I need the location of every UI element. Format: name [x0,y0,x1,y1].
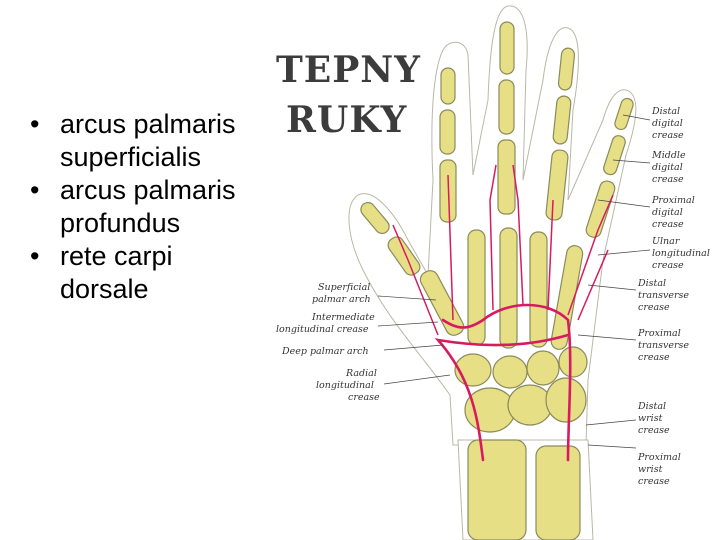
svg-text:longitudinal: longitudinal [316,380,374,391]
hand-illustration: TEPNY RUKY Distal digital crease Middle … [276,5,710,540]
ulna-bone [535,445,581,540]
label-proximal-wrist-crease: Proximal wrist crease [587,444,681,487]
deep-palmar-arch [434,333,570,462]
label-intermediate-longitudinal-crease: Intermediate longitudinal crease [276,312,439,335]
svg-text:Proximal: Proximal [651,195,695,206]
phalanx-bone [360,201,390,235]
hand-arteries-figure: TEPNY RUKY Distal digital crease Middle … [268,0,720,540]
figure-title-line1: TEPNY [276,49,421,91]
svg-text:Superficial: Superficial [318,282,370,293]
phalanx-bone [545,149,569,221]
svg-text:Intermediate: Intermediate [311,312,375,323]
bullet-dot: • [30,109,40,139]
svg-text:Radial: Radial [345,368,377,379]
phalanx-bone [557,47,576,91]
digital-artery [447,174,454,321]
label-superficial-palmar-arch: Superficial palmar arch [312,282,437,305]
carpal-bone [526,350,560,386]
svg-text:Deep palmar arch: Deep palmar arch [281,346,369,357]
svg-text:wrist: wrist [638,464,663,475]
phalanx-bone [614,97,634,131]
svg-text:crease: crease [638,476,670,487]
bullet-item: • arcus palmaris superficialis [28,108,253,174]
label-proximal-transverse-crease: Proximal transverse crease [577,328,689,363]
figure-title-line2: RUKY [286,99,408,141]
svg-text:crease: crease [652,130,684,141]
svg-text:crease: crease [638,302,670,313]
bullet-text: rete carpi dorsale [60,241,173,304]
phalanx-bone [585,180,616,238]
label-radial-longitudinal-crease: Radial longitudinal crease [316,368,451,403]
digital-artery [577,249,609,321]
label-distal-digital-crease: Distal digital crease [622,106,684,141]
phalanx-bone [439,109,456,155]
bullet-dot: • [30,241,40,271]
phalanx-bone [552,95,572,145]
carpal-bone [545,377,587,423]
bullet-item: • rete carpi dorsale [28,240,253,306]
bullet-text: arcus palmaris profundus [60,175,236,238]
digital-artery [392,224,439,336]
svg-text:Distal: Distal [637,278,666,289]
superficial-palmar-arch [441,303,572,462]
svg-text:crease: crease [348,392,380,403]
phalanx-bone [603,135,626,176]
bullet-list: • arcus palmaris superficialis • arcus pal… [28,108,253,306]
digital-artery [567,194,614,316]
phalanx-bone [387,236,421,276]
metacarpal-bone [499,227,518,349]
label-distal-wrist-crease: Distal wrist crease [585,401,670,436]
svg-text:longitudinal crease: longitudinal crease [276,324,369,335]
bullet-item: • arcus palmaris profundus [28,174,253,240]
svg-text:wrist: wrist [638,413,663,424]
label-ulnar-longitudinal-crease: Ulnar longitudinal crease [597,236,710,271]
svg-text:Proximal: Proximal [637,452,681,463]
label-distal-transverse-crease: Distal transverse crease [587,278,689,313]
svg-text:Distal: Distal [651,106,680,117]
bullet-dot: • [30,175,40,205]
carpal-bone [492,355,528,389]
svg-text:digital: digital [652,162,683,173]
svg-text:crease: crease [652,174,684,185]
svg-text:longitudinal: longitudinal [652,248,710,259]
phalanx-bone [440,67,456,105]
digital-artery [489,164,497,311]
digital-artery [547,199,554,311]
label-middle-digital-crease: Middle digital crease [612,150,686,185]
svg-text:Distal: Distal [637,401,666,412]
svg-text:palmar arch: palmar arch [312,294,371,305]
svg-text:Middle: Middle [651,150,686,161]
phalanx-bone [499,21,515,75]
svg-text:Proximal: Proximal [637,328,681,339]
metacarpal-bone [529,231,548,348]
carpal-bone [558,346,588,378]
svg-text:transverse: transverse [638,340,689,351]
phalanx-bone [498,79,515,135]
svg-text:crease: crease [638,425,670,436]
svg-text:crease: crease [638,352,670,363]
label-proximal-digital-crease: Proximal digital crease [597,195,695,230]
svg-text:crease: crease [652,219,684,230]
svg-text:transverse: transverse [638,290,689,301]
digital-artery [512,164,524,306]
carpal-bone [464,387,516,433]
svg-text:crease: crease [652,260,684,271]
radius-bone [467,439,527,540]
metacarpal-bone [467,229,486,346]
svg-text:Ulnar: Ulnar [652,236,681,247]
label-deep-palmar-arch: Deep palmar arch [281,344,444,357]
carpal-bone [507,384,553,426]
phalanx-bone [497,139,516,215]
svg-text:digital: digital [652,118,683,129]
metacarpal-bone [550,245,584,350]
svg-text:digital: digital [652,207,683,218]
bullet-text: arcus palmaris superficialis [60,109,236,172]
